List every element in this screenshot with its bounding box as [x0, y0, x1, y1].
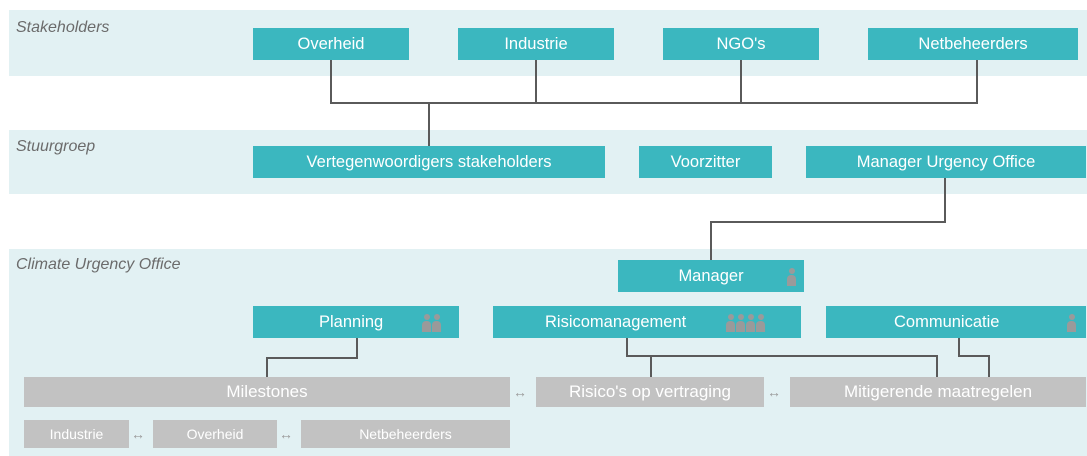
sub-party-industrie: Industrie	[24, 420, 129, 448]
dept-risicomanagement-label: Risicomanagement	[545, 312, 687, 331]
double-arrow-icon: ↔	[131, 426, 145, 442]
connector-line	[958, 355, 990, 357]
connector-line	[356, 337, 358, 359]
person-icon	[1067, 314, 1076, 332]
connector-line	[988, 355, 990, 377]
team-icon	[726, 314, 765, 332]
stakeholder-overheid: Overheid	[253, 28, 409, 60]
connector-line	[626, 337, 628, 357]
office-manager-label: Manager	[678, 266, 744, 285]
connector-line	[944, 178, 946, 222]
connector-line	[650, 355, 652, 377]
connector-line	[330, 60, 332, 103]
person-icon	[787, 268, 796, 286]
stuurgroep-manager-urgency-office: Manager Urgency Office	[806, 146, 1086, 178]
team-icon	[422, 314, 441, 332]
connector-line	[428, 102, 430, 148]
connector-line	[976, 60, 978, 103]
output-risks: Risico's op vertraging	[536, 377, 764, 407]
dept-communicatie: Communicatie	[826, 306, 1086, 338]
dept-communicatie-label: Communicatie	[894, 312, 1000, 331]
output-mitigation: Mitigerende maatregelen	[790, 377, 1086, 407]
connector-line	[330, 102, 978, 104]
connector-line	[626, 355, 938, 357]
connector-line	[710, 221, 712, 261]
sub-party-netbeheerders: Netbeheerders	[301, 420, 510, 448]
stuurgroep-chair: Voorzitter	[639, 146, 772, 178]
office-label: Climate Urgency Office	[16, 256, 181, 273]
stakeholder-netbeheerders: Netbeheerders	[868, 28, 1078, 60]
stakeholder-ngos: NGO's	[663, 28, 819, 60]
connector-line	[740, 60, 742, 103]
dept-planning-label: Planning	[319, 312, 384, 331]
connector-line	[958, 337, 960, 357]
sub-party-overheid: Overheid	[153, 420, 277, 448]
double-arrow-icon: ↔	[767, 384, 781, 400]
connector-line	[266, 357, 268, 377]
double-arrow-icon: ↔	[279, 426, 293, 442]
stuurgroep-representatives: Vertegenwoordigers stakeholders	[253, 146, 605, 178]
office-manager: Manager	[618, 260, 804, 292]
stakeholder-industrie: Industrie	[458, 28, 614, 60]
connector-line	[535, 60, 537, 103]
double-arrow-icon: ↔	[513, 384, 527, 400]
stakeholders-label: Stakeholders	[16, 19, 110, 36]
output-milestones: Milestones	[24, 377, 510, 407]
connector-line	[266, 357, 358, 359]
stuurgroep-label: Stuurgroep	[16, 138, 96, 155]
connector-line	[710, 221, 946, 223]
connector-line	[936, 355, 938, 377]
